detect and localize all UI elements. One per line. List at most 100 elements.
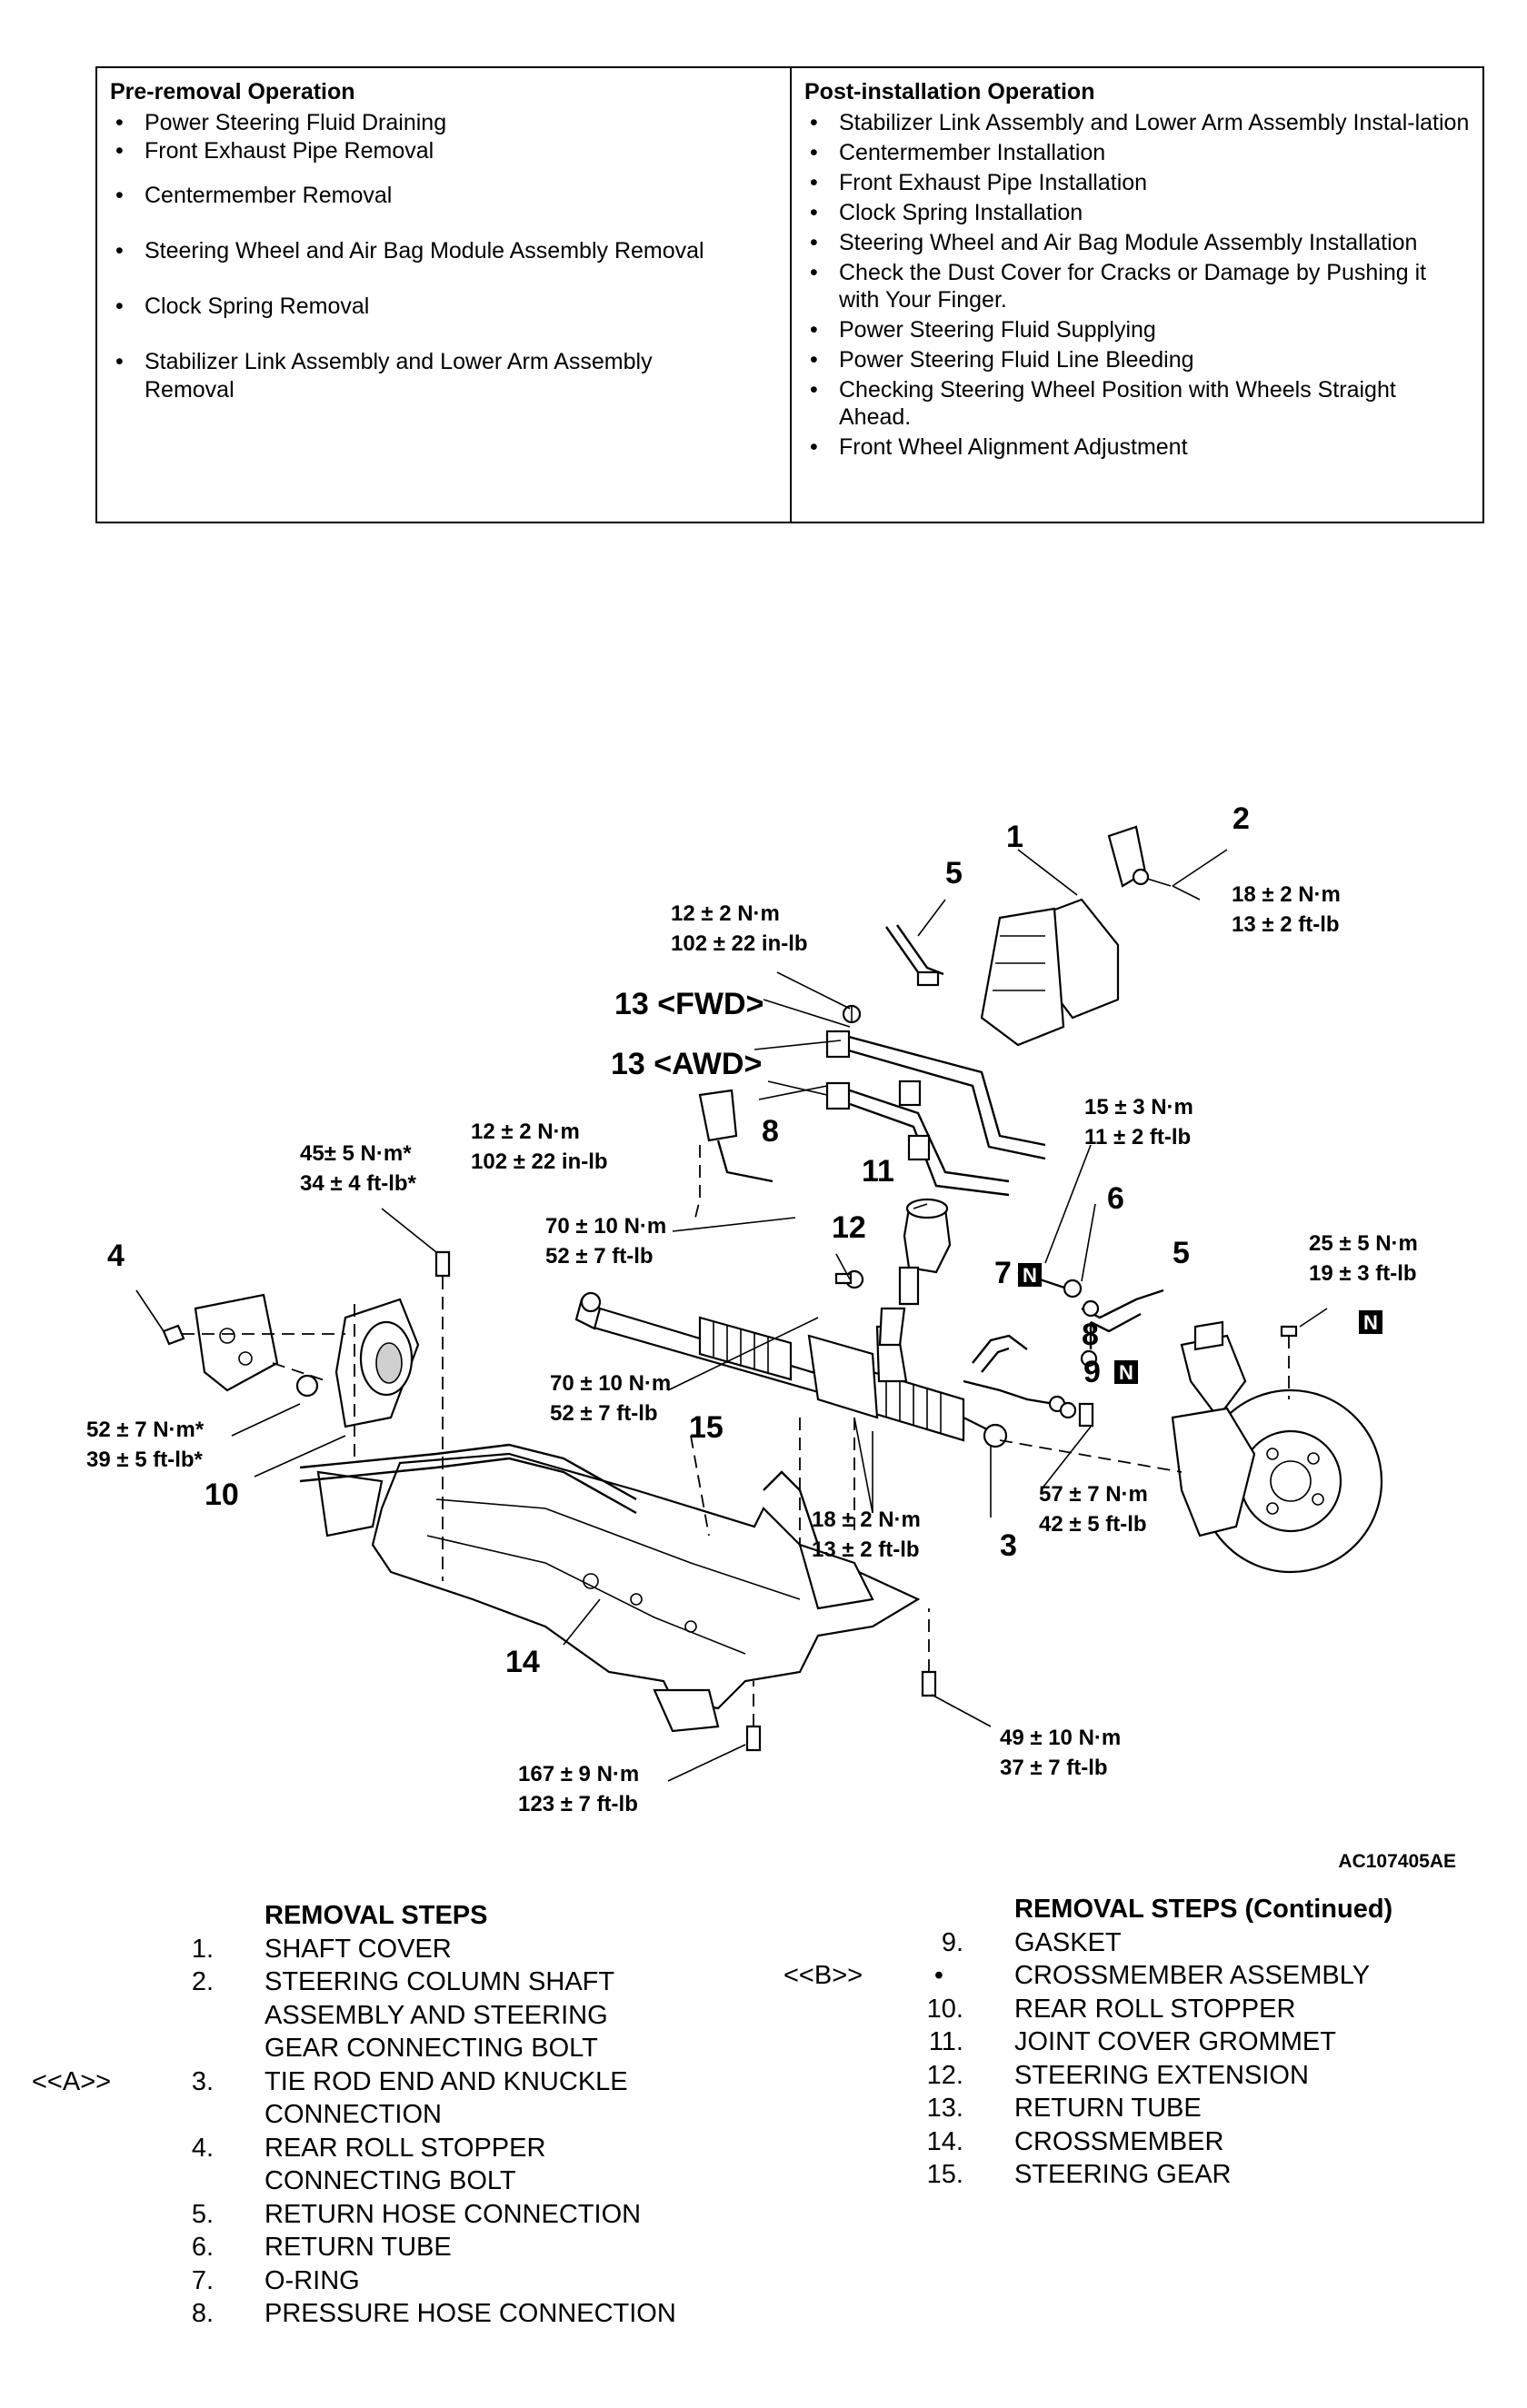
list-item: Steering Wheel and Air Bag Module Assemb… xyxy=(110,237,777,265)
n-marker-text: N xyxy=(1119,1361,1133,1384)
removal-steps-right: REMOVAL STEPS (Continued) 9. GASKET <<B>>… xyxy=(783,1893,1472,2192)
torque-nm: 70 ± 10 N·m xyxy=(550,1371,671,1396)
step-number: 14. xyxy=(926,2126,963,2156)
list-item: Check the Dust Cover for Cracks or Damag… xyxy=(804,259,1470,313)
list-item: Clock Spring Installation xyxy=(804,199,1470,226)
return-hose-top-drawing xyxy=(885,924,944,987)
torque-nm: 52 ± 7 N·m* xyxy=(86,1418,205,1442)
knuckle-brake-drawing xyxy=(999,1320,1383,1574)
list-item: 11. JOINT COVER GROMMET xyxy=(929,2025,1472,2059)
part-label-5-top: 5 xyxy=(945,856,963,891)
torque-labels: 18 ± 2 N·m 13 ± 2 ft-lb 12 ± 2 N·m 102 ±… xyxy=(86,882,1418,1816)
step-text: JOINT COVER GROMMET xyxy=(1014,2027,1336,2056)
step-number: 9. xyxy=(941,1927,963,1957)
list-item: 9. GASKET xyxy=(942,1926,1472,1960)
part-label-10: 10 xyxy=(205,1478,239,1512)
removal-steps-continued-heading: REMOVAL STEPS (Continued) xyxy=(1014,1895,1393,1924)
step-number: 2. xyxy=(191,1967,214,1996)
procedure-mark-a: <<A>> xyxy=(32,2066,112,2096)
steering-gear-exploded-diagram: 1 2 5 13 <FWD> 13 <AWD> 8 11 12 6 7 5 8 … xyxy=(86,801,1418,1816)
list-item: 15.STEERING GEAR xyxy=(927,2158,1472,2192)
part-label-8-lower: 8 xyxy=(1082,1318,1099,1352)
torque-nm: 57 ± 7 N·m xyxy=(1039,1482,1148,1507)
list-item: 12.STEERING EXTENSION xyxy=(927,2059,1472,2093)
joint-cover-drawing xyxy=(834,1198,952,1347)
step-number: 7. xyxy=(191,2265,214,2295)
torque-nm: 70 ± 10 N·m xyxy=(545,1214,666,1239)
part-number-labels: 1 2 5 13 <FWD> 13 <AWD> 8 11 12 6 7 5 8 … xyxy=(107,801,1250,1679)
list-item: Power Steering Fluid Supplying xyxy=(804,316,1470,343)
pressure-hose-drawing xyxy=(694,1089,773,1219)
torque-ft: 123 ± 7 ft-lb xyxy=(518,1792,638,1816)
list-item: Steering Wheel and Air Bag Module Assemb… xyxy=(804,229,1470,256)
n-marker-box xyxy=(1018,1263,1042,1287)
part-label-2: 2 xyxy=(1233,801,1250,836)
torque-nm: 12 ± 2 N·m xyxy=(671,901,780,926)
part-label-1: 1 xyxy=(1006,820,1023,854)
part-label-8-top: 8 xyxy=(762,1114,779,1149)
member-pipes xyxy=(299,1443,820,1546)
torque-ft: 52 ± 7 ft-lb xyxy=(545,1244,654,1269)
step-text: GASKET xyxy=(1014,1927,1122,1957)
return-tube-drawing xyxy=(825,1004,1046,1197)
torque-nm: 45± 5 N·m* xyxy=(300,1141,412,1166)
list-item: <<B>>•CROSSMEMBER ASSEMBLY xyxy=(783,1959,1472,1993)
torque-ft: 13 ± 2 ft-lb xyxy=(1232,912,1340,937)
list-item: Clock Spring Removal xyxy=(110,293,777,321)
step-number: 15. xyxy=(926,2160,963,2189)
torque-ft: 13 ± 2 ft-lb xyxy=(812,1537,920,1562)
n-marker-text: N xyxy=(1023,1264,1037,1287)
torque-nm: 12 ± 2 N·m xyxy=(471,1119,580,1144)
torque-ft: 52 ± 7 ft-lb xyxy=(550,1401,658,1426)
post-installation-heading: Post-installation Operation xyxy=(804,79,1095,104)
list-item: Centermember Removal xyxy=(110,182,777,210)
list-item: Front Exhaust Pipe Removal xyxy=(110,137,777,165)
list-item: Checking Steering Wheel Position with Wh… xyxy=(804,376,1470,431)
step-text: TIE ROD END AND KNUCKLE CONNECTION xyxy=(264,2066,628,2130)
step-number: 8. xyxy=(191,2299,214,2328)
list-item: 5.RETURN HOSE CONNECTION xyxy=(192,2198,777,2232)
torque-ft: 39 ± 5 ft-lb* xyxy=(86,1448,204,1472)
removal-steps-heading: REMOVAL STEPS xyxy=(264,1901,488,1930)
step-text: RETURN TUBE xyxy=(264,2233,452,2262)
procedure-mark-b: <<B>> xyxy=(783,1961,863,1990)
post-installation-column: Post-installation Operation Stabilizer L… xyxy=(792,68,1482,522)
part-label-6: 6 xyxy=(1107,1181,1124,1216)
figure-id: AC107405AE xyxy=(1338,1851,1456,1872)
step-text: O-RING xyxy=(264,2265,360,2295)
n-marker-box xyxy=(1114,1360,1138,1384)
part-label-13-fwd: 13 <FWD> xyxy=(614,987,764,1021)
leader-lines xyxy=(135,849,1328,1782)
step-text: STEERING COLUMN SHAFT ASSEMBLY AND STEER… xyxy=(264,1967,614,2063)
step-number: 4. xyxy=(191,2133,214,2163)
part-label-15: 15 xyxy=(689,1410,724,1445)
torque-nm: 25 ± 5 N·m xyxy=(1309,1231,1418,1256)
step-number: 11. xyxy=(928,2027,963,2056)
torque-nm: 167 ± 9 N·m xyxy=(518,1762,639,1786)
post-installation-list: Stabilizer Link Assembly and Lower Arm A… xyxy=(804,109,1470,461)
step-number: 3. xyxy=(191,2066,214,2096)
rear-roll-stopper-drawing xyxy=(162,1250,451,1581)
list-item: Stabilizer Link Assembly and Lower Arm A… xyxy=(110,348,777,404)
torque-ft: 19 ± 3 ft-lb xyxy=(1309,1261,1417,1286)
n-marker-text: N xyxy=(1363,1311,1378,1334)
list-item: <<A>> 3. TIE ROD END AND KNUCKLE CONNECTIO… xyxy=(32,2065,777,2132)
step-bullet: • xyxy=(933,1961,943,1990)
torque-ft: 34 ± 4 ft-lb* xyxy=(300,1171,417,1196)
crossmember-bolts xyxy=(745,1608,937,1752)
part-label-11: 11 xyxy=(862,1154,894,1189)
step-text: RETURN TUBE xyxy=(1014,2094,1202,2123)
pre-removal-column: Pre-removal Operation Power Steering Flu… xyxy=(97,68,792,522)
operations-table: Pre-removal Operation Power Steering Flu… xyxy=(95,66,1484,523)
torque-nm: 18 ± 2 N·m xyxy=(812,1507,921,1532)
step-number: 10. xyxy=(926,1994,963,2024)
n-marker-box xyxy=(1359,1310,1382,1334)
shaft-cover-drawing xyxy=(980,825,1172,1047)
torque-ft: 11 ± 2 ft-lb xyxy=(1084,1125,1191,1149)
part-label-12: 12 xyxy=(832,1210,866,1245)
torque-ft: 42 ± 5 ft-lb xyxy=(1039,1512,1147,1537)
torque-ft: 37 ± 7 ft-lb xyxy=(1000,1756,1108,1780)
list-item: 10.REAR ROLL STOPPER xyxy=(927,1993,1472,2026)
step-number: 5. xyxy=(191,2199,214,2229)
list-item: Front Exhaust Pipe Installation xyxy=(804,169,1470,196)
